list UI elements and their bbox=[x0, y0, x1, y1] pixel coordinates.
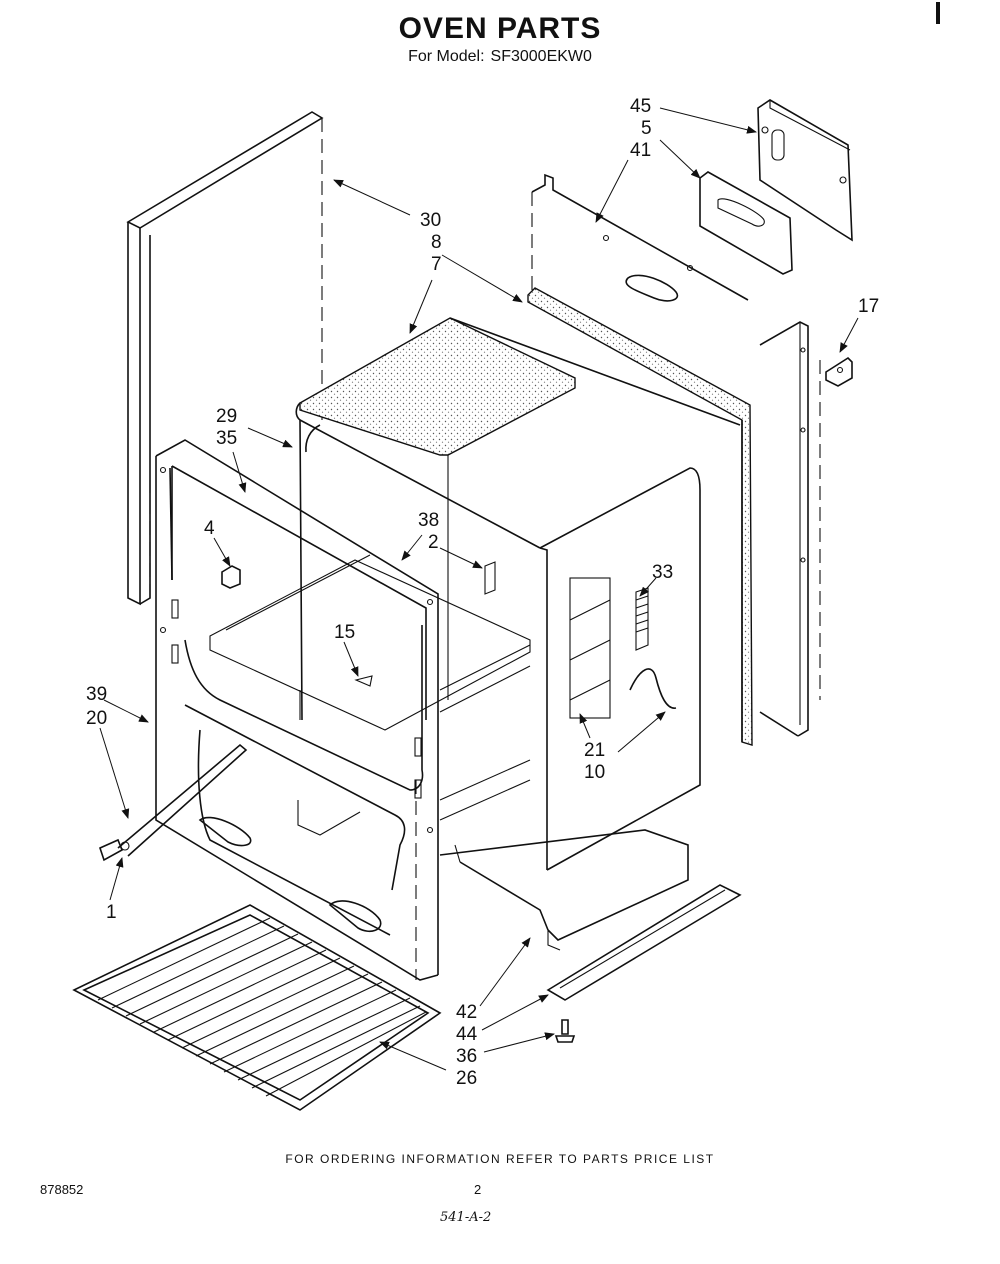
callout-38: 38 bbox=[418, 510, 439, 531]
handwritten-code: 541-A-2 bbox=[440, 1210, 492, 1225]
rear-panel bbox=[531, 173, 749, 302]
knob-part-4 bbox=[221, 565, 241, 589]
callout-30: 30 bbox=[420, 210, 441, 231]
callout-2: 2 bbox=[428, 532, 439, 553]
slide-rail-part-44 bbox=[546, 884, 742, 1001]
corner-mark bbox=[936, 2, 940, 24]
callout-44: 44 bbox=[456, 1024, 478, 1045]
page-number: 2 bbox=[474, 1182, 482, 1197]
callout-8: 8 bbox=[431, 232, 442, 253]
callout-29: 29 bbox=[216, 406, 237, 427]
cavity-interior bbox=[209, 554, 531, 980]
bottom-pan bbox=[439, 829, 689, 951]
bracket-part-45 bbox=[757, 99, 853, 242]
callout-42: 42 bbox=[456, 1002, 477, 1023]
model-line: For Model: SF3000EKW0 bbox=[0, 48, 1000, 66]
model-number: SF3000EKW0 bbox=[490, 48, 592, 65]
callout-39: 39 bbox=[86, 684, 107, 705]
callout-15: 15 bbox=[334, 622, 355, 643]
callout-10: 10 bbox=[584, 762, 605, 783]
wire-part-21 bbox=[629, 668, 677, 709]
spring-part-33 bbox=[635, 587, 649, 651]
leader-lines bbox=[99, 107, 859, 1071]
callout-36: 36 bbox=[456, 1046, 477, 1067]
side-channel-right bbox=[759, 321, 821, 737]
oven-liner bbox=[295, 317, 741, 871]
bracket-part-2 bbox=[484, 561, 496, 595]
callout-5: 5 bbox=[641, 118, 652, 139]
callout-20: 20 bbox=[86, 708, 107, 729]
callout-1: 1 bbox=[106, 902, 117, 923]
callout-26: 26 bbox=[456, 1068, 477, 1089]
callout-33: 33 bbox=[652, 562, 673, 583]
front-frame bbox=[155, 439, 439, 981]
model-label: For Model: bbox=[408, 48, 485, 65]
rear-insulation bbox=[527, 287, 753, 746]
page-title: OVEN PARTS bbox=[398, 12, 602, 45]
ordering-note: FOR ORDERING INFORMATION REFER TO PARTS … bbox=[285, 1152, 715, 1166]
callout-45: 45 bbox=[630, 96, 651, 117]
screw-part-36 bbox=[554, 1019, 576, 1043]
clip-part-17 bbox=[825, 356, 853, 387]
callout-numbers: 45 5 41 30 8 7 17 29 35 38 2 4 33 15 39 … bbox=[86, 96, 879, 1089]
broil-element-arm bbox=[99, 743, 248, 862]
callout-4: 4 bbox=[204, 518, 215, 539]
side-panel-left bbox=[126, 111, 324, 606]
oven-rack-part-26 bbox=[72, 904, 442, 1111]
document-number: 878852 bbox=[40, 1182, 84, 1197]
callout-21: 21 bbox=[584, 740, 605, 761]
callout-17: 17 bbox=[858, 296, 879, 317]
bracket-part-5 bbox=[699, 171, 793, 275]
callout-7: 7 bbox=[431, 254, 442, 275]
callout-35: 35 bbox=[216, 428, 237, 449]
callout-41: 41 bbox=[630, 140, 651, 161]
